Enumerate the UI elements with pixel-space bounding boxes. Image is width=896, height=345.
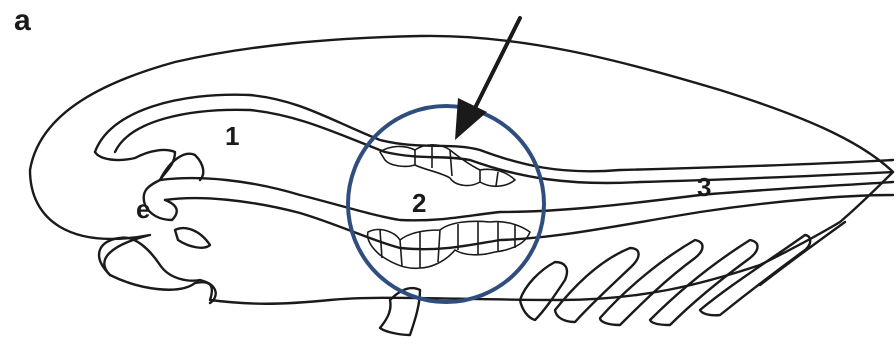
pharyngeal-arch-2 bbox=[520, 262, 567, 320]
arrow-head-icon bbox=[455, 98, 487, 140]
dorsal-neuromere-cells bbox=[380, 145, 515, 187]
neural-tube-ventral-outer bbox=[165, 195, 893, 249]
neural-tube-ventral-inner bbox=[160, 178, 893, 220]
pharyngeal-arch-7 bbox=[760, 222, 845, 285]
pharyngeal-arch-3 bbox=[555, 248, 639, 322]
panel-label: a bbox=[14, 4, 31, 37]
neural-tube-dorsal-outer bbox=[95, 95, 893, 172]
label-region-3: 3 bbox=[697, 172, 711, 202]
optic-region bbox=[160, 154, 203, 180]
label-region-e: e bbox=[136, 194, 150, 224]
highlight-circle bbox=[348, 106, 544, 302]
label-region-1: 1 bbox=[225, 121, 239, 151]
label-region-2: 2 bbox=[412, 188, 426, 218]
eye-lens bbox=[175, 228, 210, 248]
arrow-shaft bbox=[470, 18, 520, 118]
